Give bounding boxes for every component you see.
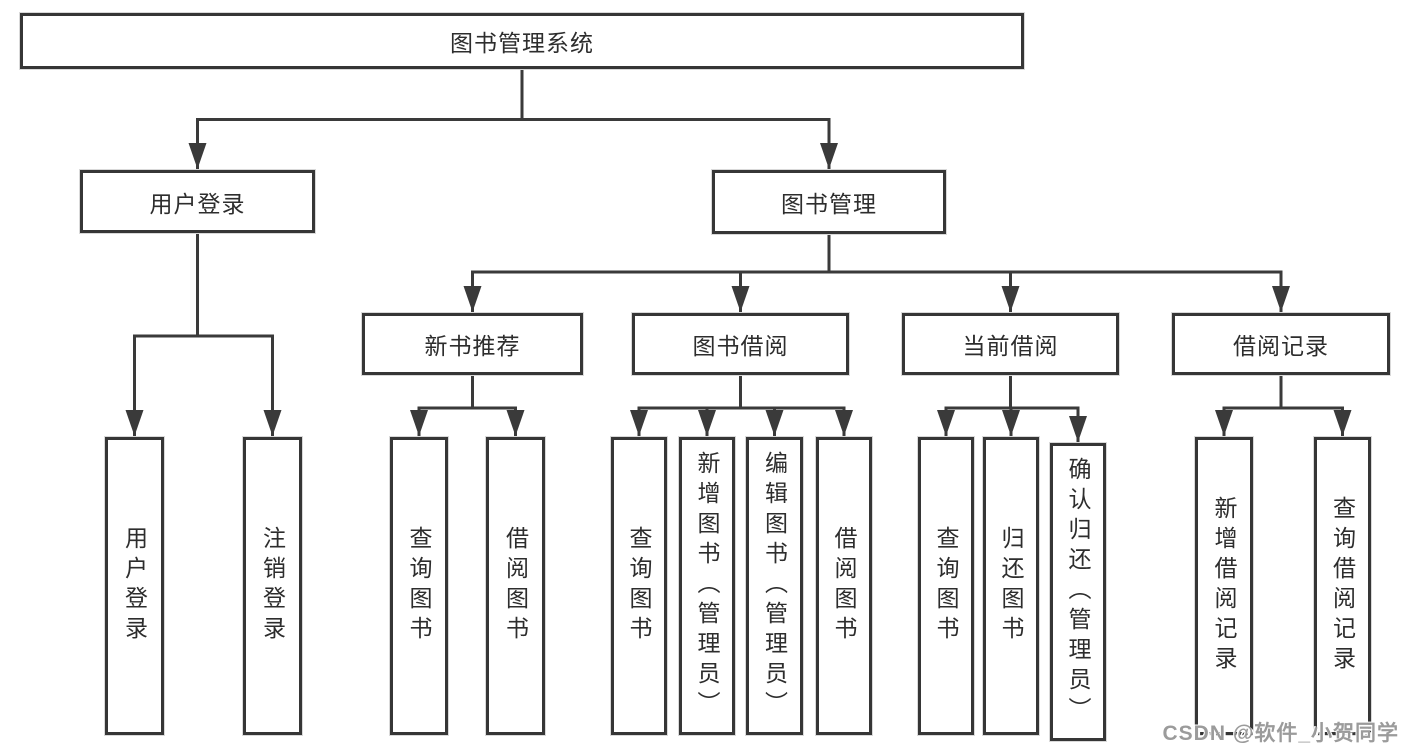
node-new-book-recommendation: 新书推荐 [362,313,583,375]
leaf-query-books-borrowing: 查询图书 [611,437,667,735]
node-user-login: 用户登录 [80,170,315,233]
node-current-borrowing: 当前借阅 [902,313,1119,375]
leaf-user-login: 用户登录 [105,437,164,735]
csdn-watermark: CSDN @软件_小贺同学 [1162,722,1399,745]
leaf-add-borrow-record: 新增借阅记录 [1195,437,1253,735]
leaf-return-books: 归还图书 [983,437,1039,735]
leaf-logout: 注销登录 [243,437,302,735]
node-book-borrowing: 图书借阅 [632,313,849,375]
leaf-query-books-recommend: 查询图书 [390,437,448,735]
leaf-query-borrow-record: 查询借阅记录 [1314,437,1371,735]
leaf-add-book-admin: 新增图书（管理员） [679,437,735,735]
leaf-borrow-books-borrowing: 借阅图书 [816,437,872,735]
leaf-confirm-return-admin: 确认归还（管理员） [1050,443,1106,741]
leaf-borrow-books-recommend: 借阅图书 [486,437,545,735]
leaf-edit-book-admin: 编辑图书（管理员） [746,437,803,735]
node-library-system: 图书管理系统 [20,13,1024,69]
leaf-query-books-current: 查询图书 [918,437,974,735]
node-book-management: 图书管理 [712,170,946,234]
node-borrowing-records: 借阅记录 [1172,313,1390,375]
